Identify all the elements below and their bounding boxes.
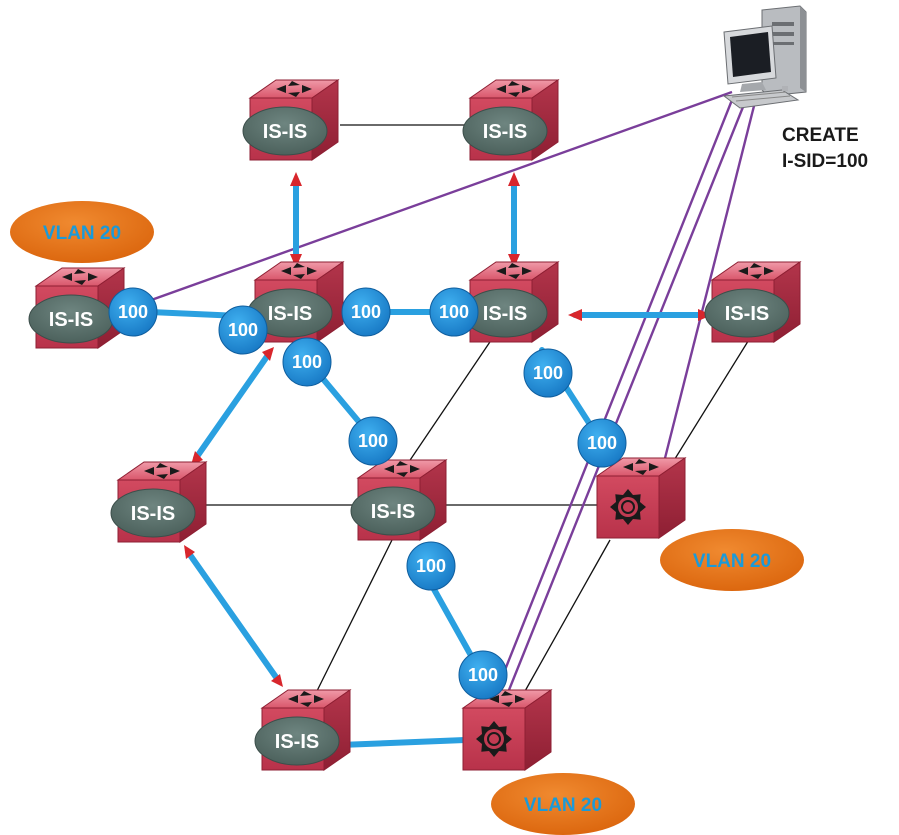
router-arrows-icon — [288, 691, 324, 707]
isis-oval — [462, 106, 548, 156]
isis-label: IS-IS — [131, 503, 175, 525]
arrow-head — [290, 254, 302, 268]
isis-router-6[interactable]: IS-IS — [704, 261, 802, 343]
isid-label: 100 — [118, 302, 148, 322]
isid-circle: 100 — [406, 541, 456, 591]
gear-icon — [476, 721, 512, 757]
router-arrows-icon — [276, 81, 312, 97]
router-arrows-icon — [62, 269, 98, 285]
isis-router-10[interactable]: IS-IS — [254, 689, 352, 771]
isis-label: IS-IS — [483, 303, 527, 325]
gear-icon — [610, 489, 646, 525]
isis-label: IS-IS — [275, 731, 319, 753]
isid-circle: 100 — [523, 348, 573, 398]
management-link — [114, 90, 733, 315]
router-arrows-icon — [496, 81, 532, 97]
router-arrows-icon — [281, 263, 317, 279]
isis-label: IS-IS — [49, 309, 93, 331]
isis-oval — [254, 716, 340, 766]
isid-label: 100 — [468, 665, 498, 685]
isid-circle: 100 — [577, 418, 627, 468]
isis-router-2[interactable]: IS-IS — [462, 79, 560, 161]
vlan-oval: VLAN 20 — [10, 201, 154, 263]
router-arrows-icon — [496, 263, 532, 279]
arrow-head — [568, 309, 582, 321]
edge-switch-11[interactable] — [461, 689, 553, 771]
isid-link — [193, 352, 271, 461]
isid-label: 100 — [292, 352, 322, 372]
isis-router-3[interactable]: IS-IS — [28, 267, 126, 349]
isid-circle: 100 — [282, 337, 332, 387]
management-link — [503, 101, 747, 701]
isid-label: 100 — [439, 302, 469, 322]
create-note-line2: I-SID=100 — [782, 151, 868, 172]
isid-label: 100 — [351, 302, 381, 322]
computer-icon[interactable] — [722, 5, 807, 109]
arrow-head — [262, 347, 274, 361]
backbone-link — [667, 329, 756, 471]
arrow-head — [184, 545, 195, 559]
router-arrows-icon — [623, 459, 659, 475]
backbone-link — [309, 539, 393, 706]
isid-label: 100 — [533, 363, 563, 383]
backbone-link — [519, 539, 611, 701]
backbone-link — [399, 329, 499, 476]
isid-circle: 100 — [458, 650, 508, 700]
isis-label: IS-IS — [725, 303, 769, 325]
vlan-label: VLAN 20 — [693, 551, 771, 572]
vlan-label: VLAN 20 — [43, 223, 121, 244]
arrow-head — [290, 172, 302, 186]
isid-circle: 100 — [108, 287, 158, 337]
isid-circle: 100 — [429, 287, 479, 337]
management-links — [114, 90, 757, 701]
isid-label: 100 — [228, 320, 258, 340]
isis-router-1[interactable]: IS-IS — [242, 79, 340, 161]
isis-oval — [110, 488, 196, 538]
arrow-head — [508, 254, 520, 268]
isis-label: IS-IS — [263, 121, 307, 143]
create-note-line1: CREATE — [782, 125, 859, 146]
isis-router-7[interactable]: IS-IS — [110, 461, 208, 543]
management-link — [491, 99, 734, 701]
devices: IS-IS IS-IS IS-IS IS-IS IS-IS IS-IS IS-IS IS-IS… — [28, 79, 802, 771]
vlan-oval: VLAN 20 — [660, 529, 804, 591]
isis-label: IS-IS — [483, 121, 527, 143]
isid-link — [185, 549, 281, 683]
vlan-label: VLAN 20 — [524, 795, 602, 816]
isis-oval — [242, 106, 328, 156]
isis-router-5[interactable]: IS-IS — [462, 261, 560, 343]
isid-circle: 100 — [218, 305, 268, 355]
isid-circle: 100 — [348, 416, 398, 466]
isis-oval — [704, 288, 790, 338]
isid-circles: 100 100 100 100 100 100 100 100 100 100 — [108, 287, 627, 700]
isis-label: IS-IS — [371, 501, 415, 523]
arrow-head — [508, 172, 520, 186]
isid-link — [423, 572, 481, 671]
isis-label: IS-IS — [268, 303, 312, 325]
isid-label: 100 — [416, 556, 446, 576]
router-arrows-icon — [489, 691, 525, 707]
backbone-links — [205, 124, 756, 706]
isid-link — [337, 737, 468, 748]
management-link — [660, 101, 757, 471]
router-arrows-icon — [738, 263, 774, 279]
arrow-head — [271, 674, 283, 687]
isid-label: 100 — [358, 431, 388, 451]
vlan-oval: VLAN 20 — [491, 773, 635, 835]
isis-router-8[interactable]: IS-IS — [350, 459, 448, 541]
edge-switch-9[interactable] — [595, 457, 687, 539]
router-arrows-icon — [384, 461, 420, 477]
router-arrows-icon — [144, 463, 180, 479]
isid-circle: 100 — [341, 287, 391, 337]
isid-links — [147, 177, 708, 748]
isis-oval — [350, 486, 436, 536]
isid-label: 100 — [587, 433, 617, 453]
